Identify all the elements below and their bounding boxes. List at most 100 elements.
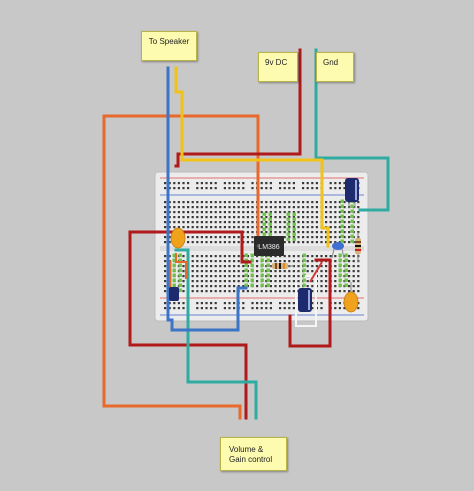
breadboard-hole xyxy=(242,270,245,273)
breadboard-hole xyxy=(260,231,263,234)
breadboard-hole xyxy=(200,265,203,268)
breadboard-hole xyxy=(283,290,286,293)
breadboard-hole xyxy=(246,216,249,219)
connection-highlight xyxy=(340,234,344,238)
breadboard-hole xyxy=(214,290,217,293)
breadboard-hole xyxy=(315,236,318,239)
breadboard-hole xyxy=(357,285,360,288)
breadboard-hole xyxy=(205,270,208,273)
connection-highlight xyxy=(244,283,248,287)
breadboard-hole xyxy=(357,280,360,283)
breadboard-hole xyxy=(292,307,295,310)
breadboard-hole xyxy=(274,216,277,219)
breadboard-hole xyxy=(182,307,185,310)
breadboard-hole xyxy=(311,226,314,229)
breadboard-hole xyxy=(256,270,259,273)
breadboard-hole xyxy=(196,302,199,305)
breadboard-hole xyxy=(164,211,167,214)
breadboard-hole xyxy=(219,270,222,273)
breadboard-hole xyxy=(187,236,190,239)
breadboard-hole xyxy=(237,265,240,268)
breadboard-hole xyxy=(214,206,217,209)
breadboard-hole xyxy=(279,302,282,305)
breadboard-hole xyxy=(334,275,337,278)
breadboard-hole xyxy=(223,221,226,224)
breadboard-hole xyxy=(233,201,236,204)
breadboard-hole xyxy=(219,226,222,229)
connection-highlight xyxy=(340,239,344,243)
breadboard-hole xyxy=(329,216,332,219)
connection-highlight xyxy=(292,212,296,216)
connection-highlight xyxy=(178,253,182,257)
breadboard-hole xyxy=(191,290,194,293)
breadboard-hole xyxy=(223,255,226,258)
breadboard-hole xyxy=(269,275,272,278)
breadboard-hole xyxy=(325,231,328,234)
breadboard-hole xyxy=(164,302,167,305)
connection-highlight xyxy=(338,273,342,277)
connection-highlight xyxy=(260,273,264,277)
breadboard-hole xyxy=(196,255,199,258)
breadboard-hole xyxy=(265,187,268,190)
breadboard-hole xyxy=(200,201,203,204)
breadboard-hole xyxy=(288,270,291,273)
breadboard-hole xyxy=(223,270,226,273)
breadboard-hole xyxy=(251,206,254,209)
breadboard-hole xyxy=(237,182,240,185)
breadboard-hole xyxy=(246,221,249,224)
breadboard-hole xyxy=(306,270,309,273)
breadboard-hole xyxy=(334,255,337,258)
breadboard-hole xyxy=(210,187,213,190)
connection-highlight xyxy=(260,278,264,282)
breadboard-hole xyxy=(334,285,337,288)
breadboard-hole xyxy=(237,260,240,263)
breadboard-hole xyxy=(233,302,236,305)
connection-highlight xyxy=(338,263,342,267)
breadboard-hole xyxy=(269,285,272,288)
breadboard-hole xyxy=(164,221,167,224)
breadboard-hole xyxy=(205,302,208,305)
breadboard-hole xyxy=(177,211,180,214)
breadboard-hole xyxy=(265,216,268,219)
tantalum-capacitor xyxy=(343,291,359,313)
breadboard-hole xyxy=(274,231,277,234)
breadboard-hole xyxy=(228,265,231,268)
breadboard-hole xyxy=(338,302,341,305)
breadboard-hole xyxy=(164,280,167,283)
breadboard-hole xyxy=(219,236,222,239)
connection-highlight xyxy=(340,224,344,228)
breadboard-hole xyxy=(196,285,199,288)
breadboard-hole xyxy=(187,201,190,204)
breadboard-hole xyxy=(292,270,295,273)
connection-highlight xyxy=(172,263,176,267)
power-9v-label: 9v DC xyxy=(265,58,288,67)
breadboard-hole xyxy=(269,260,272,263)
breadboard-hole xyxy=(228,285,231,288)
breadboard-hole xyxy=(246,206,249,209)
wire-red xyxy=(309,261,323,283)
connection-highlight xyxy=(340,199,344,203)
green-jumpers xyxy=(172,199,354,292)
connection-highlight xyxy=(344,253,348,257)
connection-highlight xyxy=(350,229,354,233)
breadboard-hole xyxy=(223,265,226,268)
breadboard-hole xyxy=(228,275,231,278)
breadboard-hole xyxy=(357,206,360,209)
connection-highlight xyxy=(302,283,306,287)
breadboard-hole xyxy=(196,201,199,204)
breadboard-hole xyxy=(200,206,203,209)
breadboard-hole xyxy=(338,211,341,214)
connection-highlight xyxy=(338,253,342,257)
breadboard-hole xyxy=(269,270,272,273)
breadboard-hole xyxy=(329,201,332,204)
connection-highlight xyxy=(262,227,266,231)
breadboard-hole xyxy=(315,241,318,244)
breadboard-hole xyxy=(256,260,259,263)
breadboard-hole xyxy=(352,285,355,288)
breadboard-hole xyxy=(320,255,323,258)
breadboard-hole xyxy=(237,226,240,229)
breadboard-hole xyxy=(320,307,323,310)
breadboard-hole xyxy=(182,206,185,209)
breadboard-hole xyxy=(338,307,341,310)
connection-highlight xyxy=(172,258,176,262)
